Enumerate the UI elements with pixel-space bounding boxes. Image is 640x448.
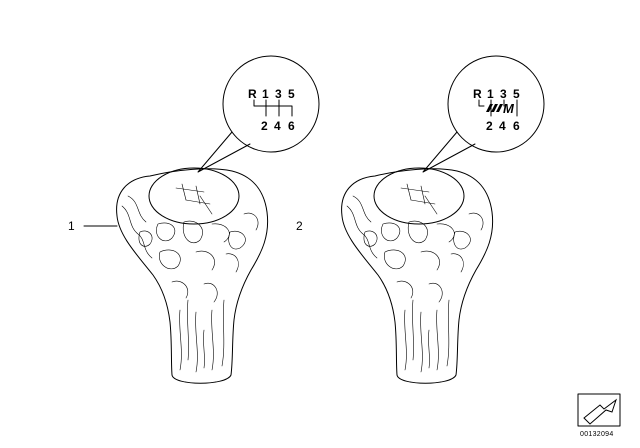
- magnifier-2-circle: [447, 55, 545, 153]
- gear-1-m: 1: [487, 87, 494, 101]
- gear-5-m: 5: [513, 87, 520, 101]
- knob-2-top-insert: [373, 167, 465, 225]
- part-label-1: 1: [68, 219, 75, 233]
- shift-pattern-magnifier-2: M R 1 3 5 2 4 6: [422, 55, 545, 173]
- knob-1-outline: [116, 168, 269, 384]
- m-badge-letter: M: [503, 101, 515, 116]
- gear-knob-2: [341, 167, 494, 384]
- reference-number: 00132094: [580, 431, 614, 438]
- gear-6-m: 6: [513, 119, 520, 133]
- magnifier-2-tail: [422, 131, 476, 173]
- reference-frame: [577, 393, 621, 427]
- gear-6: 6: [288, 119, 295, 133]
- knob-1-insert-pattern: [175, 183, 213, 215]
- gear-1: 1: [262, 87, 269, 101]
- gear-knob-1: [83, 167, 269, 384]
- knob-1-top-insert: [148, 167, 240, 225]
- gear-R: R: [248, 87, 257, 101]
- gear-4-m: 4: [499, 119, 506, 133]
- gear-5: 5: [288, 87, 295, 101]
- gear-3: 3: [275, 87, 282, 101]
- gear-2-m: 2: [486, 119, 493, 133]
- m-badge-icon: M: [486, 101, 515, 116]
- gear-3-m: 3: [500, 87, 507, 101]
- shift-pattern-magnifier-1: R 1 3 5 2 4 6: [197, 55, 320, 173]
- gear-R-m: R: [473, 87, 482, 101]
- reference-box: 00132094: [577, 393, 621, 438]
- arrow-icon: [583, 398, 617, 425]
- knob-1-wood-grain: [121, 195, 259, 373]
- part-label-2: 2: [296, 219, 303, 233]
- knob-2-wood-grain: [346, 195, 484, 373]
- knob-2-outline: [341, 168, 494, 384]
- knob-2-insert-pattern: [400, 183, 438, 215]
- gear-4: 4: [274, 119, 281, 133]
- shift-gate-1: [253, 99, 293, 117]
- magnifier-1-circle: [222, 55, 320, 153]
- gear-2: 2: [261, 119, 268, 133]
- magnifier-1-tail: [197, 131, 251, 173]
